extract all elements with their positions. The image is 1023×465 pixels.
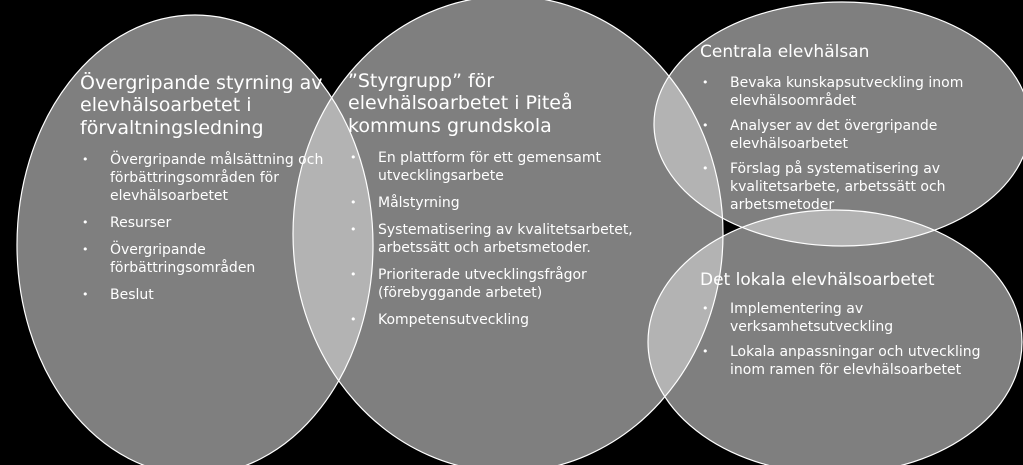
list-item: Övergripande förbättringsområden [80,241,330,277]
panel-bottom-right: Det lokala elevhälsoarbetet Implementeri… [700,270,990,386]
list-item: Implementering av verksamhetsutveckling [700,300,990,336]
list-item: Övergripande målsättning och förbättring… [80,151,330,205]
panel-left-title: Övergripande styrning av elevhälsoarbete… [80,72,323,139]
list-item: Kompetensutveckling [348,311,653,329]
circle-bottom-right [648,210,1022,465]
list-item: Beslut [80,286,330,304]
list-item: Förslag på systematisering av kvalitetsa… [700,160,970,214]
outline-top-right [653,1,1023,247]
circle-left [17,15,373,465]
panel-left-list: Övergripande målsättning och förbättring… [80,151,330,304]
list-item: Lokala anpassningar och utveckling inom … [700,343,990,379]
panel-middle: ”Styrgrupp” för elevhälsoarbetet i Piteå… [348,70,653,338]
list-item: Systematisering av kvalitetsarbetet, arb… [348,221,653,257]
list-item: Bevaka kunskapsutveckling inom elevhälso… [700,74,970,110]
list-item: Analyser av det övergripande elevhälsoar… [700,117,970,153]
panel-top-right-list: Bevaka kunskapsutveckling inom elevhälso… [700,74,970,214]
outline-middle [292,0,724,465]
list-item: En plattform för ett gemensamt utvecklin… [348,149,653,185]
list-item: Målstyrning [348,194,653,212]
panel-top-right-title: Centrala elevhälsan [700,42,870,62]
panel-middle-title: ”Styrgrupp” för elevhälsoarbetet i Piteå… [348,70,573,137]
panel-bottom-right-title: Det lokala elevhälsoarbetet [700,270,935,290]
panel-middle-list: En plattform för ett gemensamt utvecklin… [348,149,653,329]
list-item: Prioriterade utvecklingsfrågor (förebygg… [348,266,653,302]
panel-bottom-right-list: Implementering av verksamhetsutveckling … [700,300,990,379]
panel-left: Övergripande styrning av elevhälsoarbete… [80,72,330,313]
panel-top-right: Centrala elevhälsan Bevaka kunskapsutvec… [700,42,970,221]
list-item: Resurser [80,214,330,232]
